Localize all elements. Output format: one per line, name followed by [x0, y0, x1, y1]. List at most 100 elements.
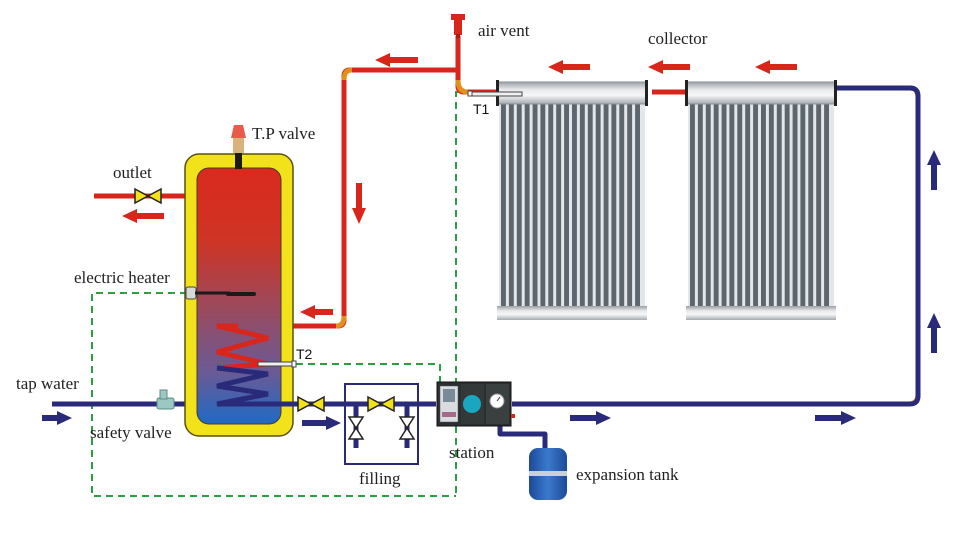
electric-heater[interactable]	[185, 286, 256, 300]
sensor-line-heater	[91, 292, 456, 497]
elbow	[455, 79, 469, 95]
collector-tube	[501, 104, 506, 308]
tp-valve[interactable]	[231, 125, 246, 153]
air-vent-label: air vent	[478, 21, 530, 40]
flow-arrows	[42, 53, 941, 430]
collector-tube	[816, 104, 822, 308]
sensor-line-t1	[455, 91, 494, 496]
outlet-label: outlet	[113, 163, 152, 182]
flow-arrow-left	[548, 60, 590, 74]
collector-tube	[532, 104, 538, 308]
collector-tube	[784, 104, 790, 308]
solar-collectors	[496, 80, 837, 320]
collector-tube	[745, 104, 751, 308]
filling-label: filling	[359, 469, 401, 488]
collector-tube	[548, 104, 554, 308]
outlet-valve[interactable]	[134, 187, 162, 205]
flow-arrow-up	[927, 313, 941, 353]
collector-tube	[697, 104, 703, 308]
t1-sensor	[467, 90, 523, 97]
flow-arrow-left	[755, 60, 797, 74]
filling-unit[interactable]	[344, 383, 419, 465]
collector-tube	[721, 104, 727, 308]
collector-tube	[556, 104, 562, 308]
flow-arrow-down	[352, 183, 366, 224]
cold-coil	[216, 365, 296, 407]
station-label: station	[449, 443, 495, 462]
expansion-pipe	[497, 426, 548, 450]
collector-endcap	[645, 80, 648, 106]
collector-bottom-rail	[686, 306, 836, 320]
t2-sensor	[257, 360, 297, 368]
pump-icon	[463, 395, 481, 413]
storage-tank	[184, 125, 297, 437]
collector-tube	[737, 104, 743, 308]
electric-heater-label: electric heater	[74, 268, 170, 287]
collector-tube	[579, 104, 585, 308]
air-vent-neck	[456, 34, 460, 38]
flow-arrow-left	[300, 305, 333, 319]
collector-tube	[776, 104, 782, 308]
expansion-tank[interactable]	[529, 448, 567, 500]
tap-water-label: tap water	[16, 374, 79, 393]
collector-endcap	[685, 80, 688, 106]
flow-arrow-right	[815, 411, 856, 425]
filling-valve[interactable]	[367, 395, 395, 413]
collector-tube	[540, 104, 546, 308]
fill-valve[interactable]	[347, 416, 365, 440]
t2-label: T2	[296, 346, 313, 362]
collector-tube	[808, 104, 814, 308]
collector-tube	[516, 104, 522, 308]
elbow	[335, 315, 347, 329]
air-vent[interactable]	[451, 14, 465, 38]
collector-tube	[713, 104, 719, 308]
collector-bottom-rail	[497, 306, 647, 320]
collector-tube	[800, 104, 806, 308]
collector-tube	[595, 104, 601, 308]
air-vent-body	[454, 19, 462, 35]
collector-tube	[627, 104, 633, 308]
collector-label: collector	[648, 29, 708, 48]
collector-tube	[603, 104, 609, 308]
flow-arrow-right	[302, 416, 341, 430]
filling-box	[344, 383, 419, 465]
collector-tube	[690, 104, 695, 308]
flow-arrow-right	[42, 411, 72, 425]
flow-arrow-left	[375, 53, 418, 67]
outlet-arrow-left	[122, 209, 164, 223]
collector-panel	[685, 80, 837, 320]
collector-tube	[729, 104, 735, 308]
collector-tube	[705, 104, 711, 308]
collector-tube	[768, 104, 774, 308]
collector-tube	[619, 104, 625, 308]
tank-return-valve[interactable]	[297, 395, 325, 413]
collector-header	[685, 81, 837, 105]
return-pipe	[512, 85, 921, 407]
collector-tube	[611, 104, 617, 308]
collector-tube	[753, 104, 758, 308]
t1-label: T1	[473, 101, 490, 117]
collector-tube	[524, 104, 530, 308]
collector-panel	[496, 80, 648, 320]
flow-arrow-up	[927, 150, 941, 190]
collector-tube	[508, 104, 514, 308]
tp-valve-label: T.P valve	[252, 124, 315, 143]
collector-endcap	[834, 80, 837, 106]
flow-arrow-right	[570, 411, 611, 425]
expansion-tank-label: expansion tank	[576, 465, 679, 484]
flow-arrow-left	[648, 60, 690, 74]
collector-tube	[587, 104, 593, 308]
safety-valve[interactable]	[156, 389, 175, 410]
drain-valve[interactable]	[398, 416, 416, 440]
safety-valve-label: safety valve	[90, 423, 172, 442]
labels: air vent collector T.P valve outlet elec…	[16, 21, 708, 488]
collector-tube	[792, 104, 798, 308]
air-vent-cap	[451, 14, 465, 20]
tank-top-connector	[235, 152, 242, 169]
collector-tube	[824, 104, 829, 308]
collector-tube	[635, 104, 640, 308]
elbow	[341, 67, 353, 81]
pump-station[interactable]	[436, 381, 515, 427]
collector-tube	[572, 104, 577, 308]
